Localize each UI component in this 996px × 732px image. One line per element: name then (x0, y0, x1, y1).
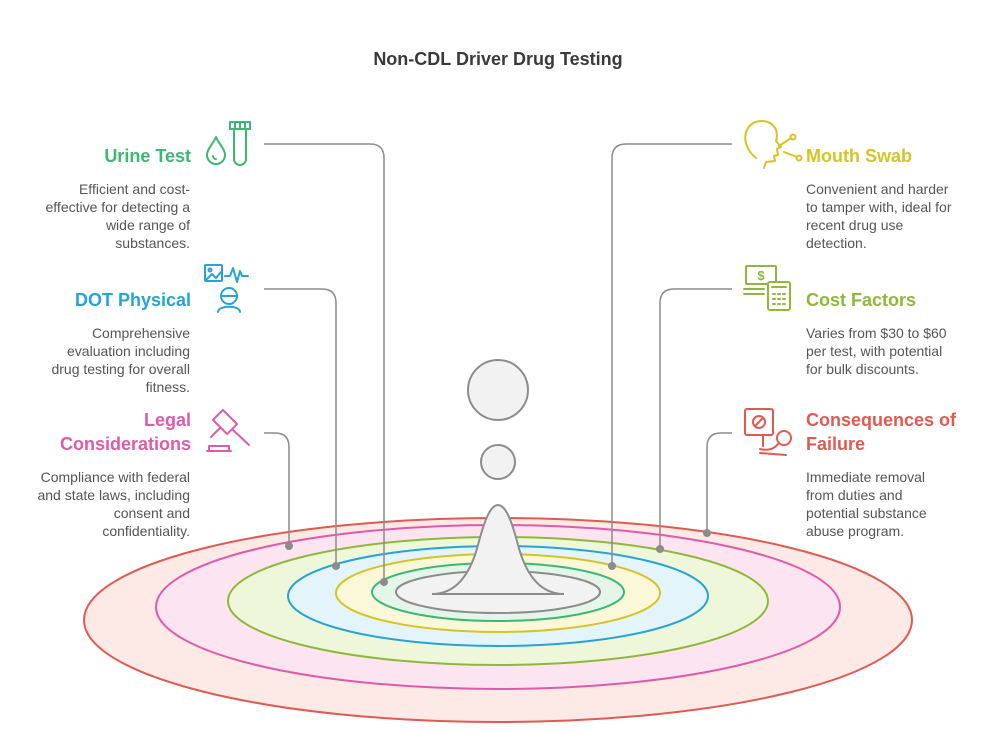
connector-dot-dot (332, 562, 340, 570)
connector-legal (264, 432, 290, 546)
legal-considerations-description: Compliance with federal and state laws, … (37, 469, 190, 539)
gavel-icon (206, 408, 250, 452)
consequences-of-failure-description: Immediate removal from duties and potent… (806, 469, 927, 539)
connector-cost (659, 288, 732, 549)
connector-consequences (706, 432, 732, 533)
drop-small (480, 444, 516, 480)
cost-factors-description: Varies from $30 to $60 per test, with po… (806, 325, 947, 377)
legal-considerations-heading: Legal Considerations (59, 410, 191, 454)
medical-exam-icon (204, 264, 249, 313)
connector-dot-cost (656, 545, 664, 553)
splash-peak (431, 503, 565, 595)
consequences-of-failure-heading: Consequences of Failure (806, 410, 957, 454)
cost-factors-heading: Cost Factors (806, 290, 917, 310)
connector-dot-consequences (703, 529, 711, 537)
urine-test-heading: Urine Test (104, 146, 191, 166)
drop-large (467, 359, 529, 421)
dot-physical-description: Comprehensive evaluation including drug … (51, 325, 190, 395)
connector-dot-urine (380, 578, 388, 586)
money-calculator-icon: $ (743, 265, 791, 311)
mouth-swab-heading: Mouth Swab (806, 146, 912, 166)
connector-mouth (611, 143, 732, 566)
svg-text:$: $ (757, 268, 765, 283)
connector-dot (264, 288, 337, 566)
dot-physical-heading: DOT Physical (74, 290, 191, 310)
connector-urine (264, 143, 385, 582)
connector-dot-legal (285, 542, 293, 550)
page-title: Non-CDL Driver Drug Testing (373, 49, 623, 69)
urine-test-description: Efficient and cost- effective for detect… (45, 181, 191, 251)
mouth-swab-icon (744, 120, 803, 169)
mouth-swab-description: Convenient and harder to tamper with, id… (806, 181, 952, 251)
connector-dot-mouth (608, 562, 616, 570)
urine-sample-icon (206, 121, 251, 166)
warning-sign-icon (744, 408, 792, 456)
